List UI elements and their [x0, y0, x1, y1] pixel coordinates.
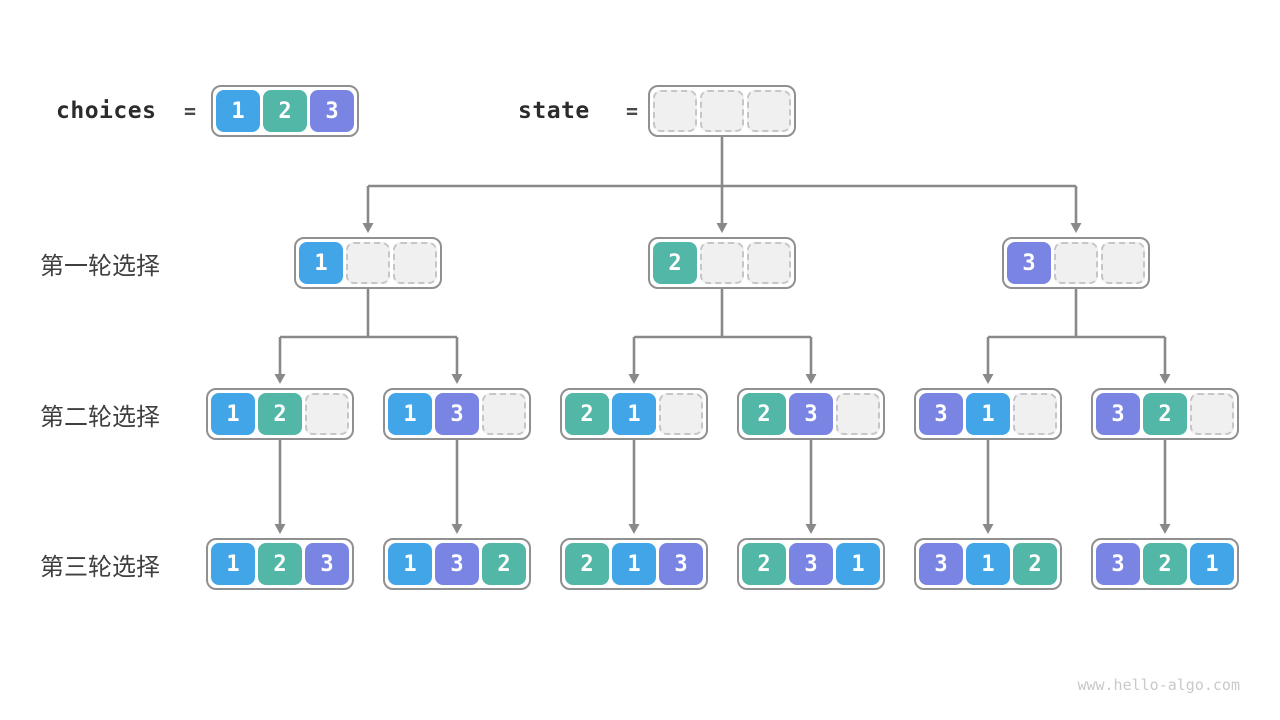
cell-empty — [653, 90, 697, 132]
cell-2: 2 — [565, 393, 609, 435]
cell-3: 3 — [789, 393, 833, 435]
cell-2: 2 — [1013, 543, 1057, 585]
choices-label: choices — [56, 98, 157, 124]
cell-3: 3 — [435, 393, 479, 435]
cell-empty — [393, 242, 437, 284]
cell-3: 3 — [919, 393, 963, 435]
cell-1: 1 — [966, 393, 1010, 435]
cell-empty — [659, 393, 703, 435]
cell-empty — [1054, 242, 1098, 284]
cell-empty — [482, 393, 526, 435]
cell-1: 1 — [1190, 543, 1234, 585]
cell-3: 3 — [1096, 393, 1140, 435]
watermark: www.hello-algo.com — [1077, 676, 1240, 694]
cell-2: 2 — [482, 543, 526, 585]
tree-box-r1-0: 1 — [294, 237, 442, 289]
cell-3: 3 — [310, 90, 354, 132]
cell-empty — [700, 242, 744, 284]
cell-1: 1 — [211, 393, 255, 435]
tree-box-r1-2: 3 — [1002, 237, 1150, 289]
cell-3: 3 — [305, 543, 349, 585]
cell-empty — [346, 242, 390, 284]
cell-empty — [1101, 242, 1145, 284]
cell-empty — [305, 393, 349, 435]
state-box — [648, 85, 796, 137]
cell-3: 3 — [659, 543, 703, 585]
cell-empty — [747, 90, 791, 132]
cell-3: 3 — [789, 543, 833, 585]
cell-1: 1 — [388, 393, 432, 435]
cell-1: 1 — [216, 90, 260, 132]
cell-1: 1 — [299, 242, 343, 284]
cell-1: 1 — [211, 543, 255, 585]
cell-2: 2 — [742, 543, 786, 585]
cell-2: 2 — [653, 242, 697, 284]
cell-2: 2 — [742, 393, 786, 435]
cell-1: 1 — [612, 543, 656, 585]
cell-empty — [836, 393, 880, 435]
cell-2: 2 — [258, 393, 302, 435]
cell-1: 1 — [612, 393, 656, 435]
cell-empty — [1013, 393, 1057, 435]
cell-empty — [700, 90, 744, 132]
cell-3: 3 — [919, 543, 963, 585]
row-label-round-1: 第一轮选择 — [40, 252, 160, 280]
cell-2: 2 — [565, 543, 609, 585]
cell-1: 1 — [966, 543, 1010, 585]
cell-2: 2 — [1143, 543, 1187, 585]
tree-box-r1-1: 2 — [648, 237, 796, 289]
cell-1: 1 — [836, 543, 880, 585]
cell-3: 3 — [435, 543, 479, 585]
state-label: state — [518, 98, 590, 124]
cell-2: 2 — [1143, 393, 1187, 435]
cell-2: 2 — [263, 90, 307, 132]
row-label-round-2: 第二轮选择 — [40, 403, 160, 431]
row-label-round-3: 第三轮选择 — [40, 553, 160, 581]
choices-equals-sign: = — [184, 99, 197, 123]
cell-3: 3 — [1007, 242, 1051, 284]
cell-3: 3 — [1096, 543, 1140, 585]
cell-2: 2 — [258, 543, 302, 585]
cell-empty — [747, 242, 791, 284]
cell-empty — [1190, 393, 1234, 435]
cell-1: 1 — [388, 543, 432, 585]
state-equals-sign: = — [626, 99, 639, 123]
